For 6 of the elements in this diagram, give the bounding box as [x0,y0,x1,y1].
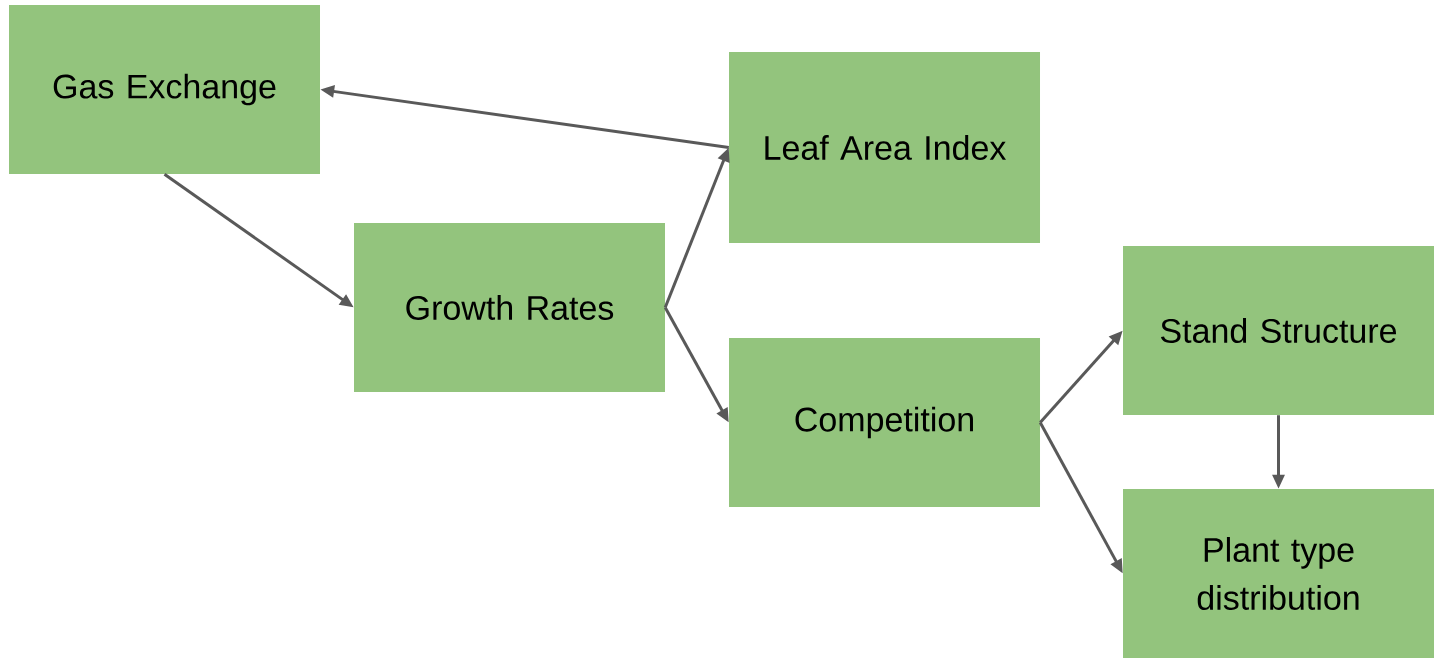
process-box: Stand Structure [1123,246,1434,415]
process-box: Leaf Area Index [729,52,1040,243]
process-box: Competition [729,338,1040,507]
process-box: Plant type distribution [1123,489,1434,658]
process-box: Gas Exchange [9,5,320,174]
process-box: Growth Rates [354,223,665,392]
